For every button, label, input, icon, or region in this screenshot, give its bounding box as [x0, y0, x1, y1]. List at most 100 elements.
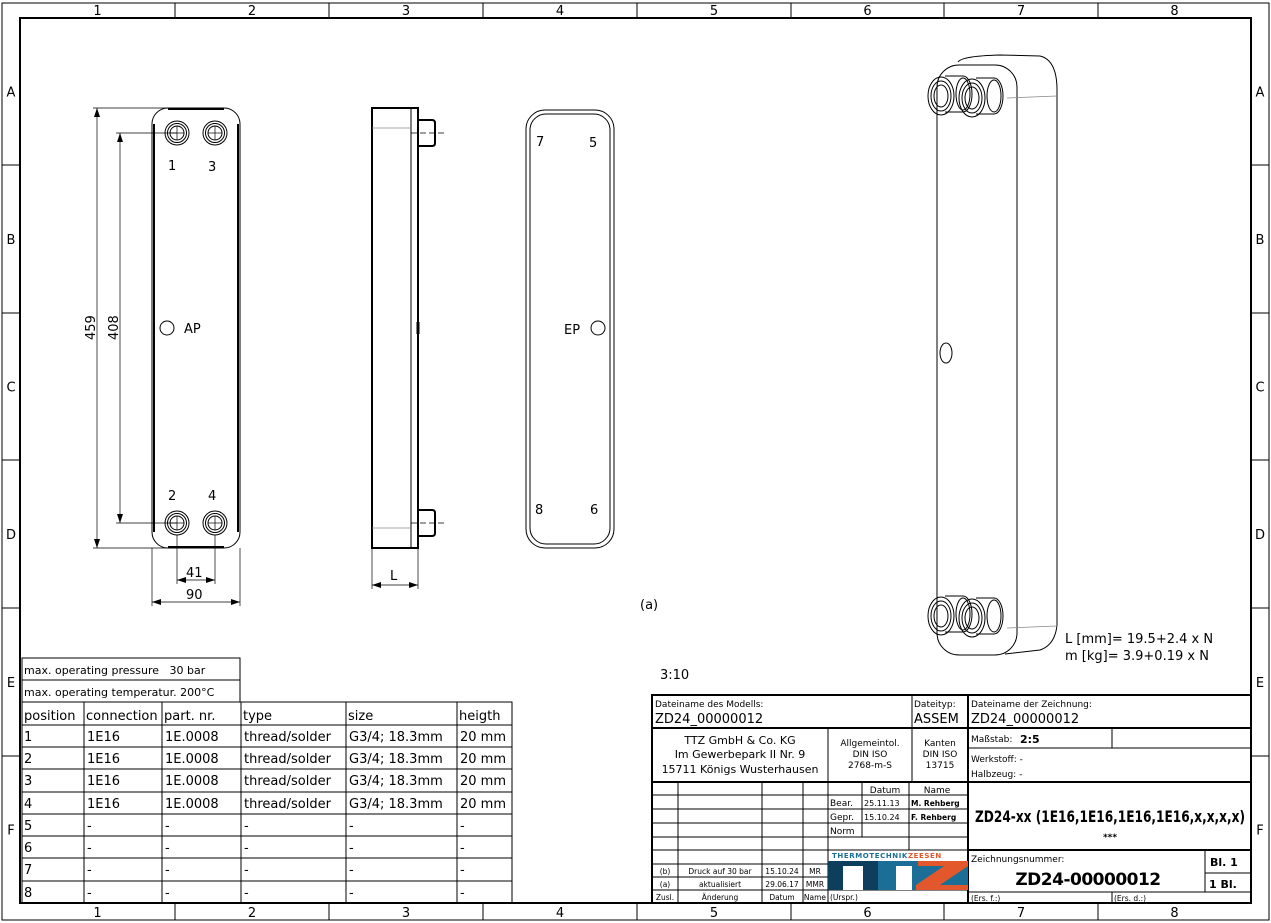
table-cell: - [87, 863, 92, 878]
table-cell: - [244, 863, 249, 878]
column-zone-label: 4 [556, 906, 564, 921]
column-zone-label: 7 [1017, 906, 1025, 921]
svg-text:THERMOTECHNIKZEESEN: THERMOTECHNIKZEESEN [832, 852, 942, 860]
table-cell: 1E16 [87, 730, 120, 745]
table-cell: - [165, 819, 170, 834]
table-cell: 1E16 [87, 774, 120, 789]
table-cell: 20 mm [460, 774, 506, 789]
approval-name-header: Name [924, 786, 951, 796]
table-cell: - [165, 841, 170, 856]
row-zone-label: C [1255, 381, 1264, 396]
table-cell: - [165, 863, 170, 878]
origin-label: (Urspr.) [830, 893, 858, 902]
approval-date-header: Datum [870, 786, 900, 796]
row-zone-label: C [6, 381, 15, 396]
table-header-cell: heigth [459, 709, 500, 724]
port-3d-icon [958, 77, 1004, 118]
column-zone-label: 5 [710, 906, 718, 921]
company-name: TTZ GmbH & Co. KG [683, 734, 795, 747]
port-3d-icon [927, 595, 973, 636]
table-cell: 1E.0008 [165, 774, 219, 789]
table-cell: - [349, 886, 354, 901]
max-pressure: max. operating pressure 30 bar [24, 664, 206, 677]
table-cell: thread/solder [244, 774, 332, 789]
model-file-label: Dateiname des Modells: [655, 700, 763, 710]
revision-header-change: Änderung [702, 893, 739, 902]
table-cell: 1E.0008 [165, 730, 219, 745]
revision-b-date: 15.10.24 [765, 867, 799, 876]
company-city: 15711 Königs Wusterhausen [662, 763, 819, 776]
scale-note: 3:10 [660, 668, 689, 683]
general-tolerance-3: 2768-m-S [848, 761, 892, 771]
table-row: 7----- [24, 863, 465, 878]
column-zone-label: 3 [402, 906, 410, 921]
row-zone-label: D [1255, 528, 1265, 543]
table-cell: 8 [24, 886, 32, 901]
table-cell: - [87, 886, 92, 901]
port-label-1: 1 [168, 159, 176, 174]
table-cell: G3/4; 18.3mm [349, 752, 443, 767]
approval-bear-name: M. Rehberg [911, 799, 960, 808]
table-cell: 7 [24, 863, 32, 878]
table-row: 6----- [24, 841, 465, 856]
row-zone-label: E [7, 676, 15, 691]
table-cell: 2 [24, 752, 32, 767]
dim-459: 459 [84, 315, 99, 340]
approval-gepr-name: F. Rehberg [911, 813, 956, 822]
column-zone-label: 8 [1170, 4, 1178, 19]
title-block: Dateiname des Modells: ZD24_00000012 Dat… [651, 694, 1252, 904]
scale-label: Maßstab: [971, 735, 1012, 745]
port-label-5: 5 [589, 136, 597, 151]
port-label-4: 4 [208, 489, 216, 504]
revision-b-change: Druck auf 30 bar [688, 867, 752, 876]
table-cell: 6 [24, 841, 32, 856]
approval-norm-label: Norm [830, 827, 855, 837]
table-cell: - [87, 819, 92, 834]
table-cell: - [460, 841, 465, 856]
column-zone-label: 6 [863, 906, 871, 921]
column-zone-label: 8 [1170, 906, 1178, 921]
model-file: ZD24_00000012 [655, 712, 763, 727]
port-label-8: 8 [535, 503, 543, 518]
file-type: ASSEM [914, 712, 959, 727]
table-header-cell: position [24, 709, 76, 724]
column-zone-label: 2 [248, 4, 256, 19]
column-zone-label: 7 [1017, 4, 1025, 19]
port-label-3: 3 [208, 160, 216, 175]
revision-header-name: Name [804, 893, 827, 902]
column-zone-label: 1 [93, 906, 101, 921]
column-zone-label: 2 [248, 906, 256, 921]
ep-label: EP [564, 323, 580, 338]
table-row: 8----- [24, 886, 465, 901]
connection-table: max. operating pressure 30 bar max. oper… [21, 657, 513, 904]
dim-90: 90 [186, 588, 203, 603]
ep-marker-icon [590, 320, 606, 336]
back-view: 7 5 8 6 EP [525, 109, 615, 549]
approval-bear-label: Bear. [830, 799, 853, 809]
length-formula: L [mm]= 19.5+2.4 x N [1065, 632, 1213, 647]
table-cell: G3/4; 18.3mm [349, 774, 443, 789]
row-zone-label: B [1256, 233, 1265, 248]
column-zone-label: 3 [402, 4, 410, 19]
revision-a-name: MMR [806, 880, 824, 889]
ttz-logo: THERMOTECHNIKZEESEN [828, 852, 968, 890]
table-cell: - [244, 886, 249, 901]
ap-label: AP [184, 322, 201, 337]
approval-bear-date: 25.11.13 [864, 799, 900, 808]
table-cell: 20 mm [460, 730, 506, 745]
semi-finished: Halbzeug: - [971, 770, 1022, 780]
table-cell: thread/solder [244, 752, 332, 767]
port-3d-icon [927, 75, 973, 116]
revision-a-date: 29.06.17 [765, 880, 799, 889]
table-header-cell: part. nr. [164, 709, 215, 724]
dim-408: 408 [107, 315, 122, 340]
revision-header-id: Zusl. [656, 893, 674, 902]
column-zone-label: 6 [863, 4, 871, 19]
company-street: Im Gewerbepark II Nr. 9 [675, 748, 806, 761]
table-cell: - [460, 819, 465, 834]
